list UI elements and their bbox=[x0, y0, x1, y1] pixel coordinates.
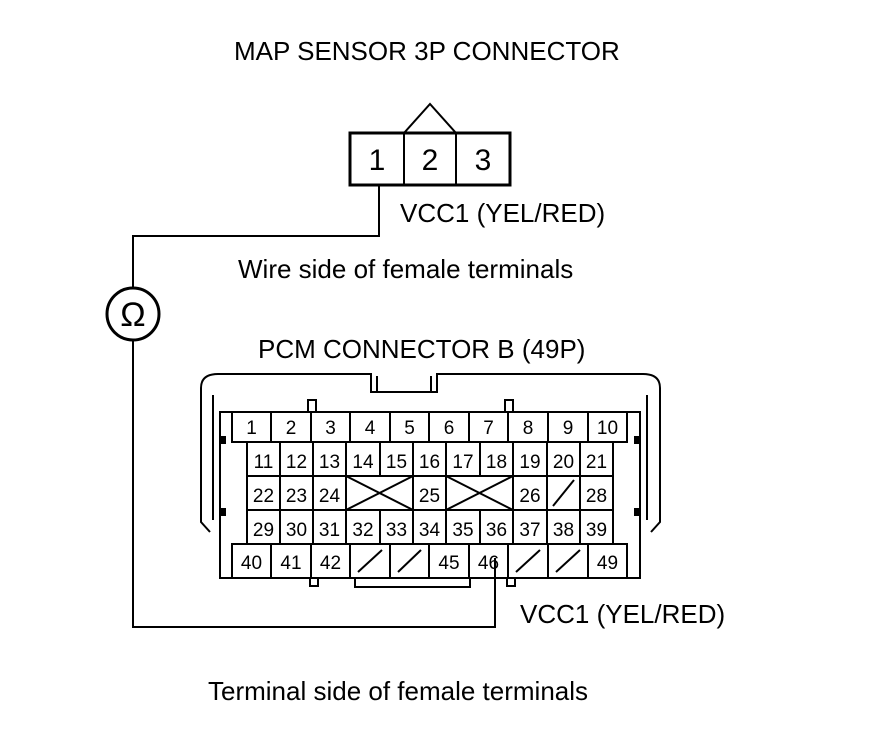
map-connector-title: MAP SENSOR 3P CONNECTOR bbox=[234, 36, 620, 66]
pcm-connector-title: PCM CONNECTOR B (49P) bbox=[258, 334, 586, 364]
ohmmeter-icon: Ω bbox=[105, 286, 161, 342]
pcm-wire-label: VCC1 (YEL/RED) bbox=[520, 599, 726, 629]
pcm-pin: 7 bbox=[483, 418, 494, 439]
grid-line bbox=[515, 549, 541, 573]
pcm-side-label: Terminal side of female terminals bbox=[208, 676, 589, 706]
grid-line bbox=[397, 549, 422, 573]
pcm-connector-housing bbox=[200, 373, 661, 588]
pcm-pin: 29 bbox=[253, 520, 274, 541]
pcm-pin: 3 bbox=[325, 418, 336, 439]
grid-line bbox=[552, 479, 575, 507]
pcm-pin: 46 bbox=[478, 553, 499, 574]
pcm-pin: 11 bbox=[254, 452, 274, 473]
pcm-pin: 40 bbox=[241, 553, 262, 574]
pcm-pin: 12 bbox=[286, 452, 307, 473]
pcm-pin: 35 bbox=[452, 520, 473, 541]
pcm-pin: 38 bbox=[553, 520, 574, 541]
pcm-pin: 4 bbox=[365, 418, 376, 439]
pcm-pin: 41 bbox=[280, 553, 301, 574]
ohm-symbol: Ω bbox=[120, 296, 145, 334]
pcm-pin: 13 bbox=[319, 452, 340, 473]
pcm-pin: 18 bbox=[486, 452, 507, 473]
pcm-pin: 28 bbox=[586, 486, 607, 507]
pcm-pin: 6 bbox=[444, 418, 455, 439]
terminal-cell bbox=[587, 543, 628, 579]
pcm-pin: 8 bbox=[523, 418, 534, 439]
pcm-pin: 2 bbox=[286, 418, 297, 439]
pcm-pin: 24 bbox=[319, 486, 341, 507]
pcm-pin: 49 bbox=[597, 553, 618, 574]
grid-line bbox=[345, 475, 414, 511]
pcm-pin: 19 bbox=[519, 452, 540, 473]
pcm-pin: 10 bbox=[597, 418, 618, 439]
pcm-pin: 20 bbox=[553, 452, 574, 473]
pcm-pin: 32 bbox=[352, 520, 373, 541]
pcm-pin: 5 bbox=[404, 418, 415, 439]
pcm-pin: 45 bbox=[438, 553, 459, 574]
grid-line bbox=[445, 475, 514, 511]
pcm-pin: 1 bbox=[246, 418, 257, 439]
test-wire bbox=[132, 186, 496, 628]
pcm-pin: 9 bbox=[563, 418, 574, 439]
map-wire-label: VCC1 (YEL/RED) bbox=[400, 198, 606, 228]
pcm-pin: 34 bbox=[419, 520, 441, 541]
pcm-pin: 25 bbox=[419, 486, 440, 507]
pcm-pin: 14 bbox=[352, 452, 374, 473]
map-pin: 2 bbox=[422, 144, 439, 177]
pcm-pin: 15 bbox=[386, 452, 407, 473]
pcm-pin: 22 bbox=[253, 486, 274, 507]
pcm-pin: 31 bbox=[319, 520, 340, 541]
pcm-pin: 39 bbox=[586, 520, 607, 541]
map-pin: 1 bbox=[369, 144, 386, 177]
pcm-pin: 16 bbox=[419, 452, 440, 473]
pcm-pin: 30 bbox=[286, 520, 307, 541]
map-sensor-connector bbox=[348, 102, 512, 187]
pcm-terminal-grid bbox=[231, 411, 628, 579]
grid-line bbox=[357, 549, 383, 573]
pcm-pin: 42 bbox=[320, 553, 341, 574]
pcm-pin: 36 bbox=[486, 520, 507, 541]
map-pin: 3 bbox=[475, 144, 492, 177]
pcm-pin: 21 bbox=[586, 452, 607, 473]
pcm-pin: 33 bbox=[386, 520, 407, 541]
map-side-label: Wire side of female terminals bbox=[238, 254, 574, 284]
pcm-pin: 23 bbox=[286, 486, 307, 507]
pcm-pin: 26 bbox=[519, 486, 540, 507]
pcm-pin: 37 bbox=[519, 520, 540, 541]
pcm-pin: 17 bbox=[452, 452, 473, 473]
pcm-side-keys bbox=[220, 436, 640, 516]
grid-line bbox=[555, 549, 581, 573]
